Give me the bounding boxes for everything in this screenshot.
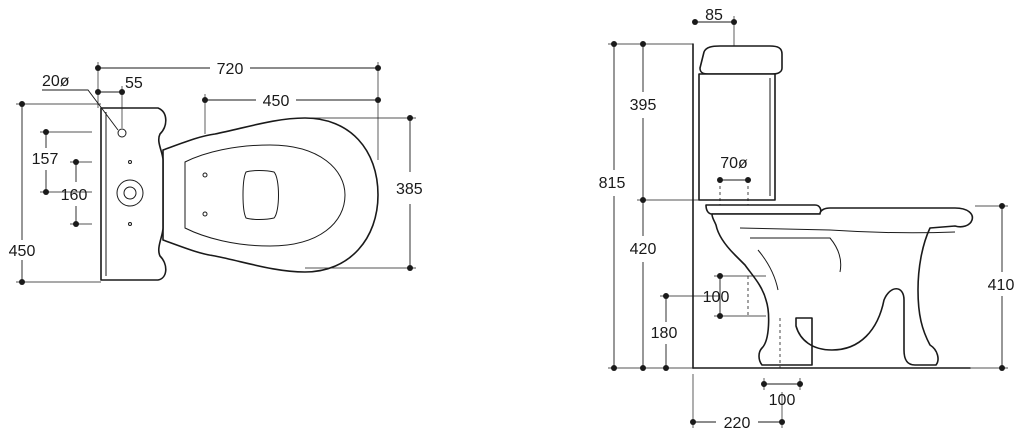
top-hole-from-top-label: 157 [32,151,59,168]
top-view-bowl-inner [184,144,346,247]
side-outlet-height-label: 180 [651,325,678,342]
top-overall-length-label: 720 [217,61,244,78]
inlet-marker-top [128,160,132,164]
side-tank-body [698,73,776,201]
top-view-bowl [162,117,379,273]
top-tank-width-label: 450 [9,243,36,260]
top-view-seat-hinge-left [202,172,208,178]
side-overall-height-label: 815 [599,175,626,192]
side-tank-lid [699,45,783,75]
side-seat [705,204,822,215]
side-view: 85 815 395 420 70ø 100 18 [599,7,1015,432]
top-bowl-length-label: 450 [263,93,290,110]
top-view-tank [100,107,167,281]
top-hole-offset-label: 55 [125,75,143,92]
side-tank-base-height-label: 420 [630,241,657,258]
top-hole-spacing-label: 160 [61,187,88,204]
inlet-circle-outer [116,179,144,207]
side-lid-depth-label: 85 [705,7,723,24]
side-bowl [711,207,974,366]
top-view-seat-hinge-right [202,211,208,217]
side-tank-height-label: 395 [630,97,657,114]
side-seat-height-label: 410 [988,277,1015,294]
top-view: 720 450 55 20ø 450 157 16 [4,58,423,285]
inlet-marker-bottom [128,222,132,226]
side-floor-outlet-from-wall-label: 220 [724,415,751,432]
top-hole-diameter-label: 20ø [42,73,70,90]
top-view-seat-opening [242,170,279,220]
inlet-circle-inner [123,186,137,200]
flush-button-hole [117,128,127,138]
top-bowl-width-label: 385 [396,181,423,198]
side-inlet-diameter-label: 70ø [720,155,748,172]
side-outlet-size-label: 100 [703,289,730,306]
